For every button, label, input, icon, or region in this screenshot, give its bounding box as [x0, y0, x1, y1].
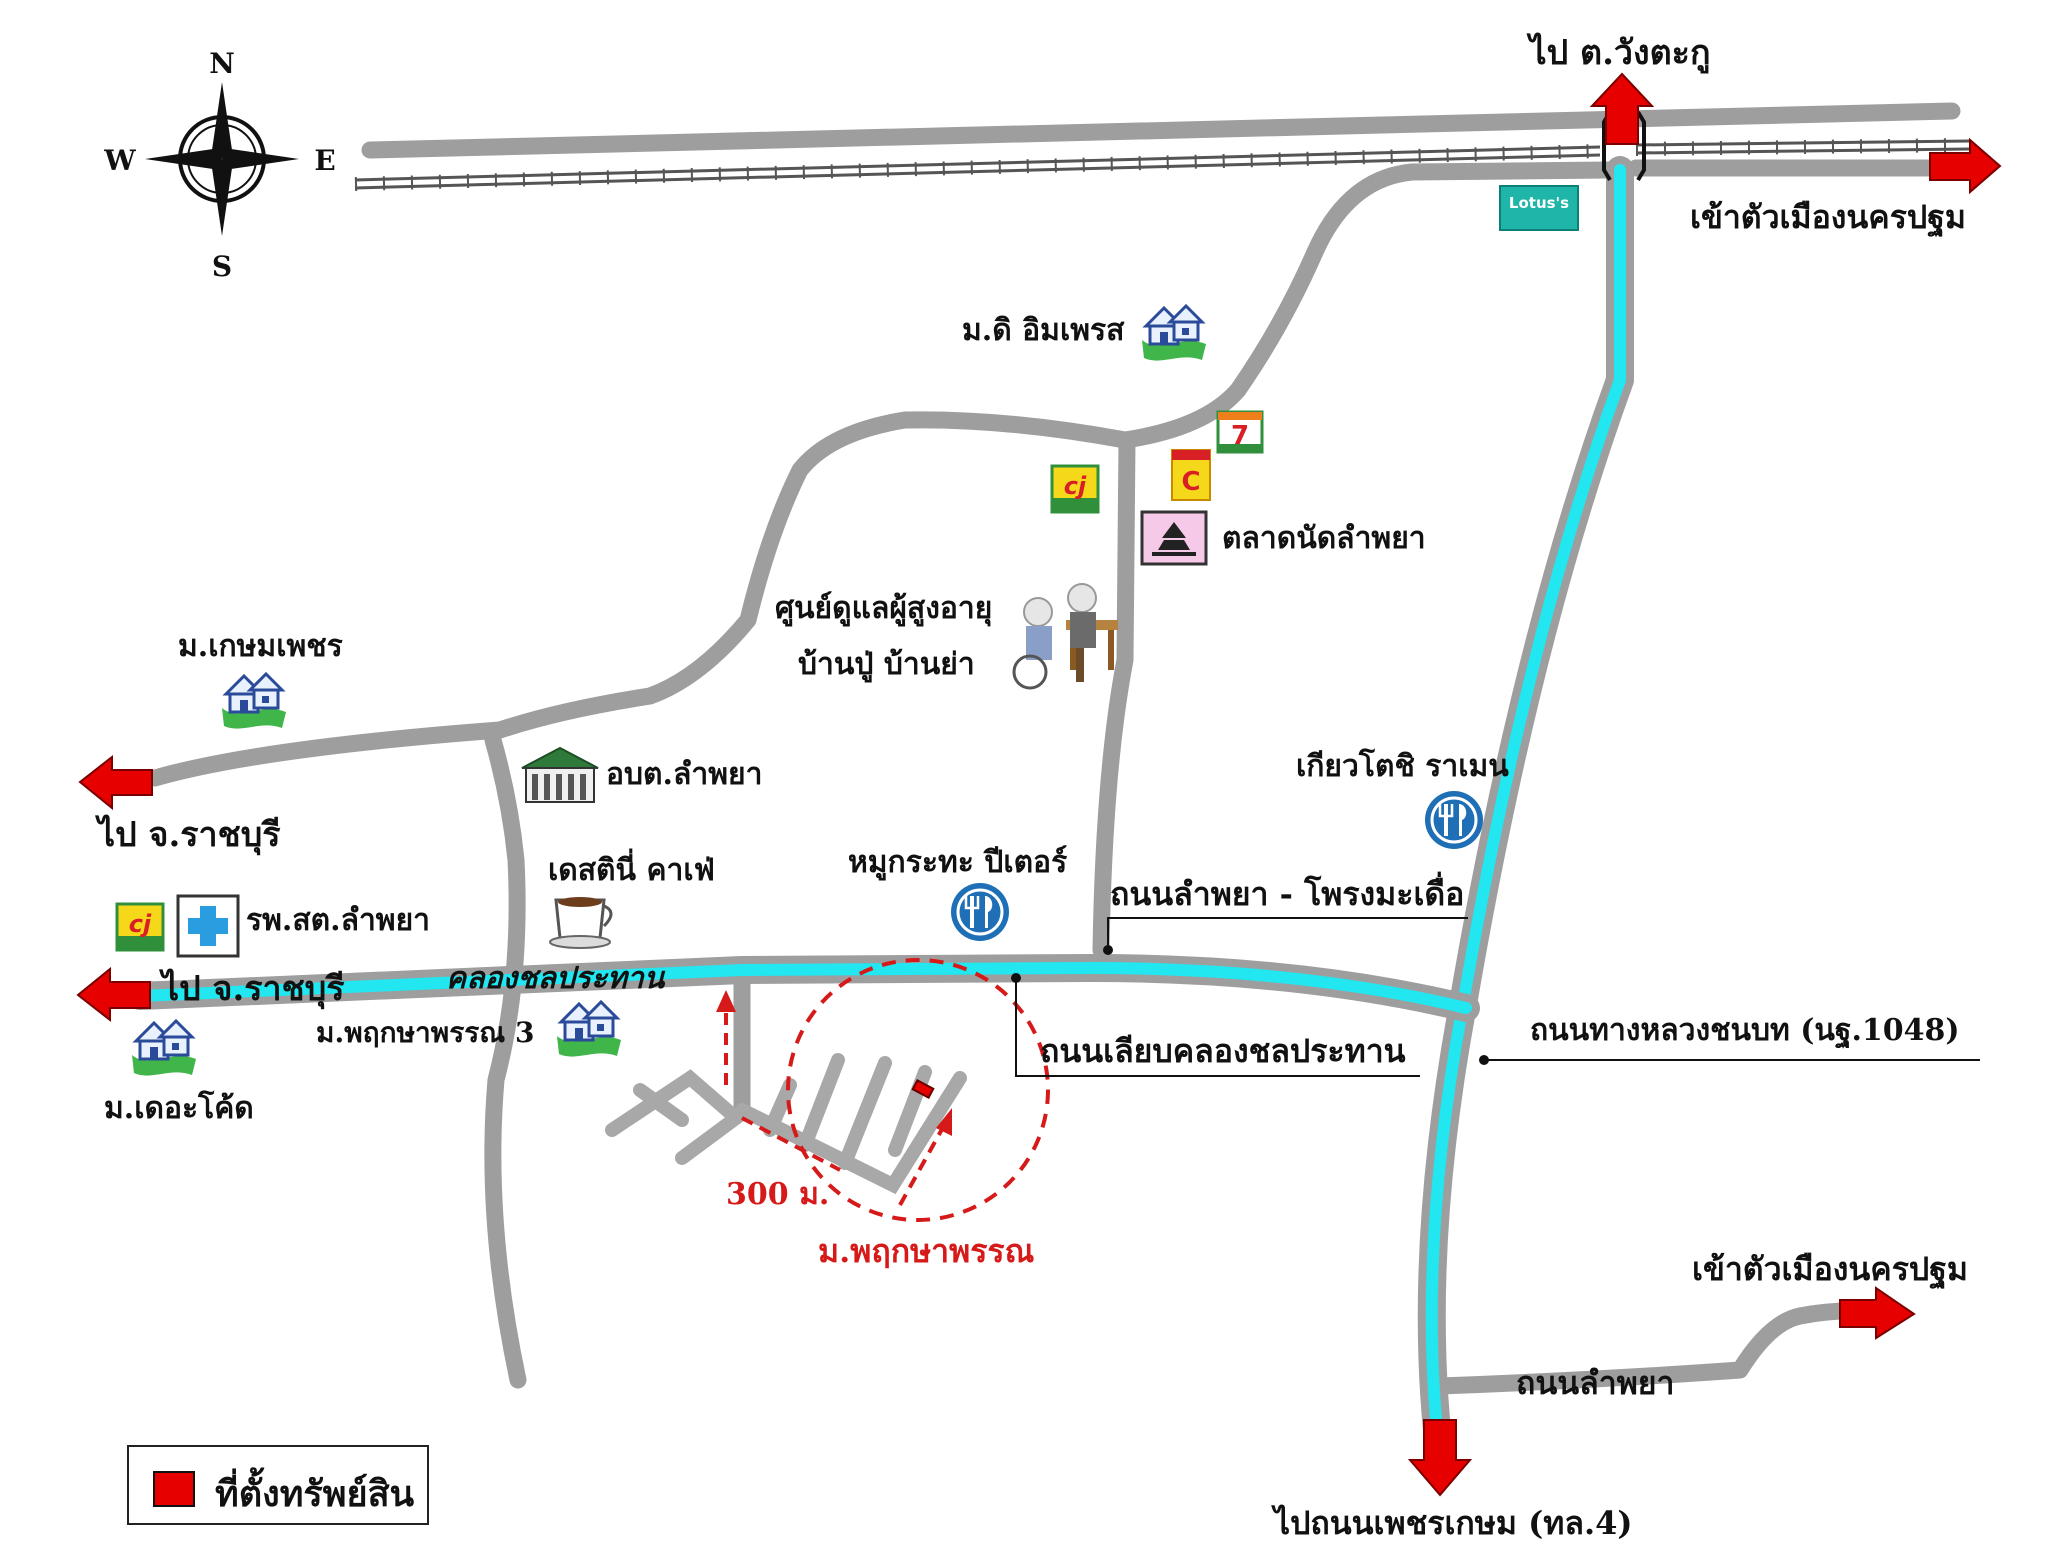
svg-text:C: C	[1181, 467, 1200, 497]
coffee-icon	[549, 897, 613, 949]
seven-eleven-icon: 7	[1216, 410, 1264, 454]
direction-arrows	[76, 72, 2002, 1497]
elderly-icon	[1012, 583, 1118, 690]
label-distance: 300 ม.	[726, 1177, 829, 1212]
village-icon	[1140, 304, 1208, 363]
market-icon	[1140, 510, 1208, 566]
hospital-icon	[176, 894, 240, 958]
label-moo-pruksa: ม.พฤกษาพรรณ	[818, 1232, 1034, 1270]
label-gyoza-ramen: เกียวโตชิ ราเมน	[1296, 747, 1509, 784]
cj-store-icon	[1050, 464, 1100, 514]
arrow-down-icon	[1407, 1419, 1473, 1497]
arrow-right-icon	[1929, 137, 2002, 195]
canal-and-highway	[126, 156, 1634, 1454]
roads	[141, 102, 1961, 1395]
government-building-icon	[521, 746, 599, 803]
label-road-lamphaya: ถนนลำพยา	[1516, 1364, 1675, 1402]
compass-s: S	[212, 250, 232, 283]
compass-e: E	[314, 144, 335, 177]
label-to-city-top: เข้าตัวเมืองนครปฐม	[1690, 198, 1966, 238]
lotus-label: Lotus's	[1509, 194, 1569, 212]
road-north-center	[146, 411, 1134, 787]
label-to-ratchaburi-1: ไป จ.ราชบุรี	[95, 814, 281, 856]
label-highway-rural: ถนนทางหลวงชนบท (นฐ.1048)	[1530, 1013, 1960, 1050]
property-radius	[716, 958, 1050, 1222]
arrow-left-icon	[78, 754, 153, 811]
road-lamphaya-phong	[1092, 431, 1136, 959]
jiffy-icon: C	[1171, 449, 1211, 501]
restaurant-icon	[1423, 789, 1485, 851]
label-road-lamphaya-phong: ถนนลำพยา - โพรงมะเดื่อ	[1110, 871, 1464, 913]
label-to-wang-takhu: ไป ต.วังตะกู	[1526, 32, 1710, 74]
village-icon	[130, 1019, 198, 1078]
village-icon	[555, 1000, 623, 1059]
arrow-up-icon	[1589, 72, 1655, 145]
label-to-ratchaburi-2: ไป จ.ราชบุรี	[159, 968, 345, 1010]
legend-label: ที่ตั้งทรัพย์สิน	[215, 1473, 415, 1515]
railway	[354, 138, 1971, 191]
compass-n: N	[209, 47, 235, 80]
property-marker	[911, 1079, 935, 1099]
label-moo-the-impress: ม.ดิ อิมเพรส	[962, 313, 1125, 348]
label-to-phetkasem: ไปถนนเพชรเกษม (ทล.4)	[1271, 1504, 1633, 1542]
arrow-right-icon	[1839, 1286, 1916, 1340]
top-highway	[361, 102, 1961, 159]
road-west-vertical	[484, 731, 527, 1389]
label-obt-lamphaya: อบต.ลำพยา	[606, 757, 762, 792]
label-moo-pruksa-3: ม.พฤกษาพรรณ 3	[316, 1016, 535, 1049]
compass-icon: N S E W	[103, 47, 335, 283]
label-road-canal: ถนนเลียบคลองชลประทาน	[1040, 1032, 1406, 1070]
label-elderly-center-1: ศูนย์ดูแลผู้สูงอายุ	[775, 591, 992, 627]
restaurant-icon	[949, 881, 1011, 943]
leader-lines	[1011, 917, 1980, 1077]
compass-w: W	[103, 144, 136, 177]
label-canal: คลองชลประทาน	[446, 961, 666, 996]
label-rph-lamphaya: รพ.สต.ลำพยา	[246, 903, 430, 938]
arrow-left-icon	[76, 966, 151, 1023]
legend: ที่ตั้งทรัพย์สิน	[127, 1445, 429, 1525]
label-moo-kasem-phet: ม.เกษมเพชร	[178, 629, 343, 664]
svg-text:7: 7	[1231, 421, 1249, 451]
label-talat-lamphaya: ตลาดนัดลำพยา	[1222, 521, 1426, 556]
label-dessini-cafe: เดสตินี่ คาเฟ่	[548, 848, 715, 888]
label-mookrata-peter: หมูกระทะ ปีเตอร์	[848, 845, 1067, 881]
cj-store-icon	[115, 902, 165, 952]
curved-road-top	[1116, 161, 1617, 449]
label-to-city-bottom: เข้าตัวเมืองนครปฐม	[1692, 1250, 1968, 1290]
label-elderly-center-2: บ้านปู่ บ้านย่า	[798, 647, 975, 683]
village-icon	[220, 672, 288, 731]
legend-swatch	[153, 1471, 195, 1507]
subdivision-streets	[605, 1053, 967, 1195]
label-moo-the-code: ม.เดอะโค้ด	[104, 1089, 254, 1126]
lotus-store-icon: Lotus's	[1499, 185, 1579, 231]
road-lamphaya-bottom	[1431, 1302, 1869, 1395]
